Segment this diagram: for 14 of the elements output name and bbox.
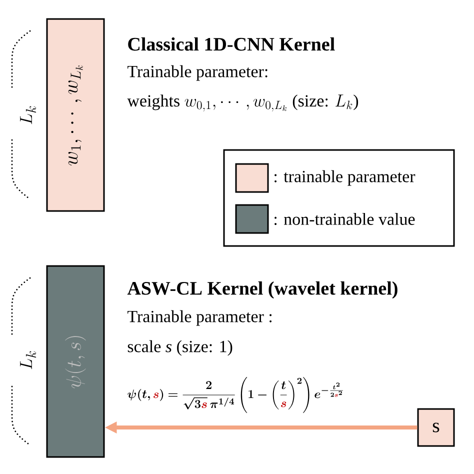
description-text: Trainable parameter: (128, 65, 268, 81)
description-text: $\text{weights }w_{0,1},\cdots,w_{0,L_k}\text{ (size: }L_k\text{)}$ (127, 94, 358, 112)
equation: $\boldsymbol{\psi(t,{\color[HTML]{C00000}s})=\frac{2}{\sqrt{3{\color[HTML]{C00000}s}}\,\pi^{1/4}}\left(1-\left(\frac{t}{{\color[HTML]{C00000}s}}\right)^{2}\right)e^{-\frac{t^2}{2{\color[HTML]{C00000}s}^2}}}$ (128, 377, 343, 413)
heading: Classical 1D-CNN Kernel (128, 37, 335, 51)
heading: ASW-CL Kernel (wavelet kernel) (127, 281, 398, 299)
length-label: $L_k$ (20, 351, 36, 370)
kernel-box: $w_1,\cdots,w_{L_k}$ (46, 18, 105, 212)
scale-box: s (417, 408, 455, 447)
legend-text: : non-trainable value (274, 212, 415, 226)
description-text: Trainable parameter : (128, 310, 272, 326)
length-label: $L_k$ (20, 106, 36, 124)
kernel-box: $\psi(t,s)$ (46, 265, 105, 458)
description-text: scale s (size: 1) (128, 340, 232, 356)
legend-text: : trainable parameter (274, 170, 416, 186)
